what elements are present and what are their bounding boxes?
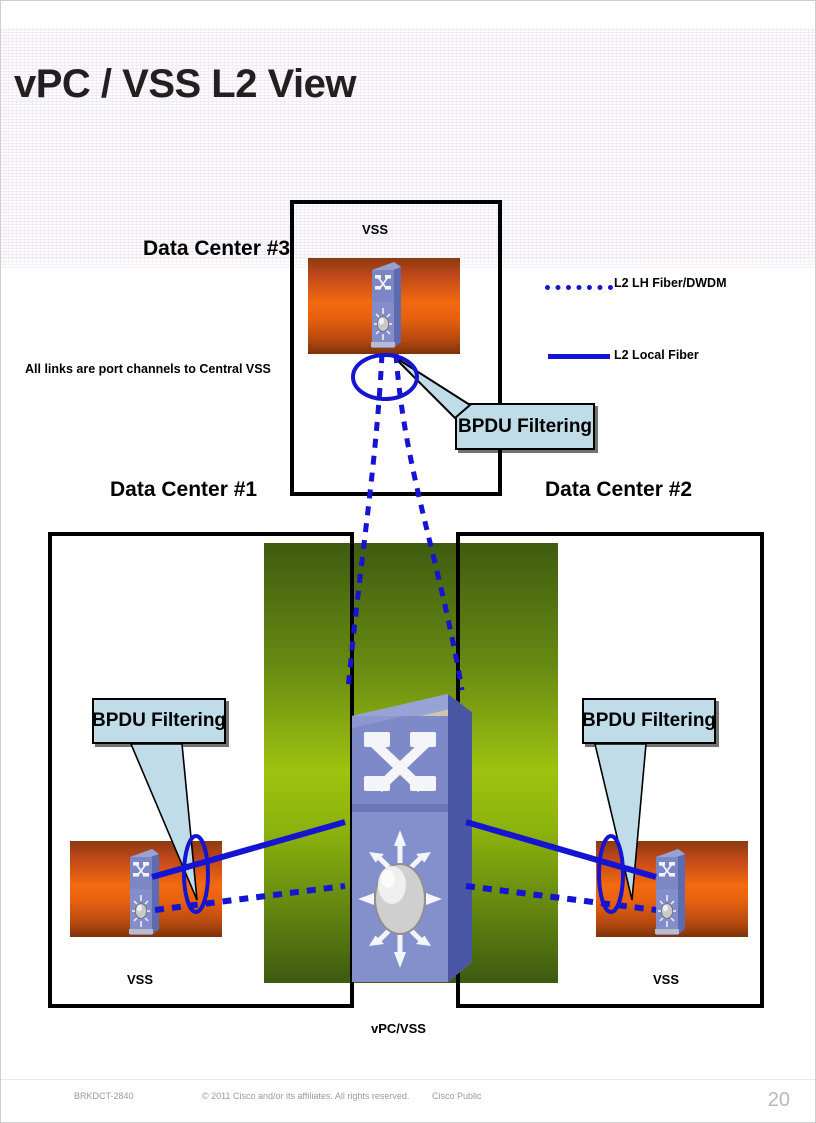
footer-classification: Cisco Public (432, 1091, 482, 1101)
callout-bpdu-filtering-dc1[interactable]: BPDU Filtering (92, 698, 226, 744)
legend-swatch-local-fiber (548, 354, 610, 359)
dc1-vss-switch-icon (126, 843, 160, 937)
datacenter-3-label: Data Center #3 (143, 237, 291, 260)
dc3-device-label: VSS (362, 222, 389, 237)
callout-bpdu-filtering-dc1-text: BPDU Filtering (91, 710, 227, 731)
dc2-device-label: VSS (653, 972, 680, 987)
legend-label-local-fiber: L2 Local Fiber (614, 348, 699, 362)
slide-footer: BRKDCT-2840 © 2011 Cisco and/or its affi… (0, 1079, 816, 1123)
center-device-label: vPC/VSS (371, 1021, 426, 1036)
port-channel-note: All links are port channels to Central V… (25, 362, 271, 376)
dc3-vss-switch-icon (368, 256, 402, 350)
dc2-vss-switch-icon (652, 843, 686, 937)
footer-copyright: © 2011 Cisco and/or its affiliates. All … (202, 1091, 410, 1101)
callout-bpdu-filtering-dc3[interactable]: BPDU Filtering (455, 403, 595, 450)
callout-bpdu-filtering-dc2-text: BPDU Filtering (581, 710, 717, 731)
legend-swatch-lh-fiber (545, 285, 613, 290)
callout-bpdu-filtering-dc2[interactable]: BPDU Filtering (582, 698, 716, 744)
page-title: vPC / VSS L2 View (14, 62, 357, 106)
datacenter-1-label: Data Center #1 (110, 478, 258, 501)
dc1-device-label: VSS (127, 972, 154, 987)
vpc-vss-central-switch-icon (338, 670, 474, 998)
callout-bpdu-filtering-dc3-text: BPDU Filtering (457, 415, 593, 437)
page-edge-left (0, 0, 1, 1123)
legend-label-lh-fiber: L2 LH Fiber/DWDM (614, 276, 727, 290)
footer-page-number: 20 (767, 1089, 790, 1111)
datacenter-2-label: Data Center #2 (545, 478, 693, 501)
footer-session-id: BRKDCT-2840 (74, 1091, 134, 1101)
page-edge-top (0, 0, 816, 1)
footer-divider (0, 1079, 816, 1080)
